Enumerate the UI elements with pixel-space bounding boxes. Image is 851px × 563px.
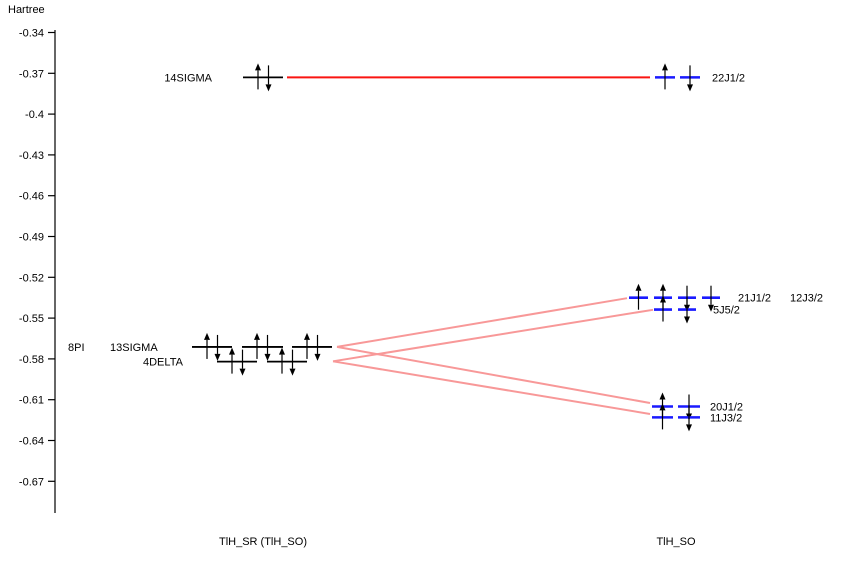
level-label: 5J5/2 (713, 305, 740, 317)
y-tick-label: -0.46 (19, 191, 44, 203)
level-label: 22J1/2 (712, 72, 745, 84)
y-tick-label: -0.67 (19, 476, 44, 488)
column-label-left: TlH_SR (TlH_SO) (218, 536, 307, 548)
electron-up-arrowhead (229, 347, 235, 355)
electron-up-arrowhead (659, 392, 666, 400)
y-tick-label: -0.34 (19, 28, 44, 40)
y-tick-label: -0.55 (19, 313, 44, 325)
electron-up-arrowhead (662, 63, 668, 71)
y-tick-label: -0.43 (19, 150, 44, 162)
electron-down-arrowhead (214, 353, 221, 361)
y-tick-label: -0.64 (19, 436, 44, 448)
electron-down-arrowhead (687, 84, 693, 92)
column-label-right: TlH_SO (656, 536, 696, 548)
level-label: 11J3/2 (710, 412, 742, 424)
electron-down-arrowhead (265, 84, 272, 92)
y-tick-label: -0.37 (19, 68, 44, 80)
correlation-line-pink (332, 308, 654, 363)
electron-up-arrowhead (304, 332, 310, 340)
level-label: 21J1/2 (738, 293, 771, 305)
y-tick-label: -0.49 (19, 232, 44, 244)
y-axis-title: Hartree (8, 4, 45, 16)
level-label: 8PI (68, 342, 85, 354)
electron-up-arrowhead (660, 283, 666, 291)
electron-up-arrowhead (255, 63, 261, 71)
electron-down-arrowhead (708, 304, 714, 312)
level-label: 14SIGMA (164, 72, 212, 84)
electron-up-arrowhead (635, 283, 642, 291)
electron-down-arrowhead (264, 353, 271, 361)
electron-up-arrowhead (660, 295, 666, 303)
electron-down-arrowhead (314, 353, 321, 361)
y-tick-label: -0.4 (25, 109, 44, 121)
electron-down-arrowhead (686, 424, 692, 432)
level-label: 20J1/2 (710, 402, 743, 414)
y-tick-label: -0.58 (19, 354, 44, 366)
y-tick-label: -0.61 (19, 395, 44, 407)
y-tick-label: -0.52 (19, 272, 44, 284)
correlation-line-pink (336, 345, 651, 404)
electron-down-arrowhead (239, 368, 246, 376)
level-label: 4DELTA (143, 357, 184, 369)
electron-up-arrowhead (659, 403, 666, 411)
level-label: 13SIGMA (110, 342, 158, 354)
electron-down-arrowhead (289, 368, 296, 376)
electron-up-arrowhead (279, 347, 285, 355)
level-label: 12J3/2 (790, 293, 823, 305)
electron-down-arrowhead (684, 316, 690, 324)
correlation-line-pink (336, 297, 628, 348)
correlation-line-pink (332, 360, 651, 415)
electron-up-arrowhead (254, 332, 260, 340)
electron-up-arrowhead (204, 332, 210, 340)
